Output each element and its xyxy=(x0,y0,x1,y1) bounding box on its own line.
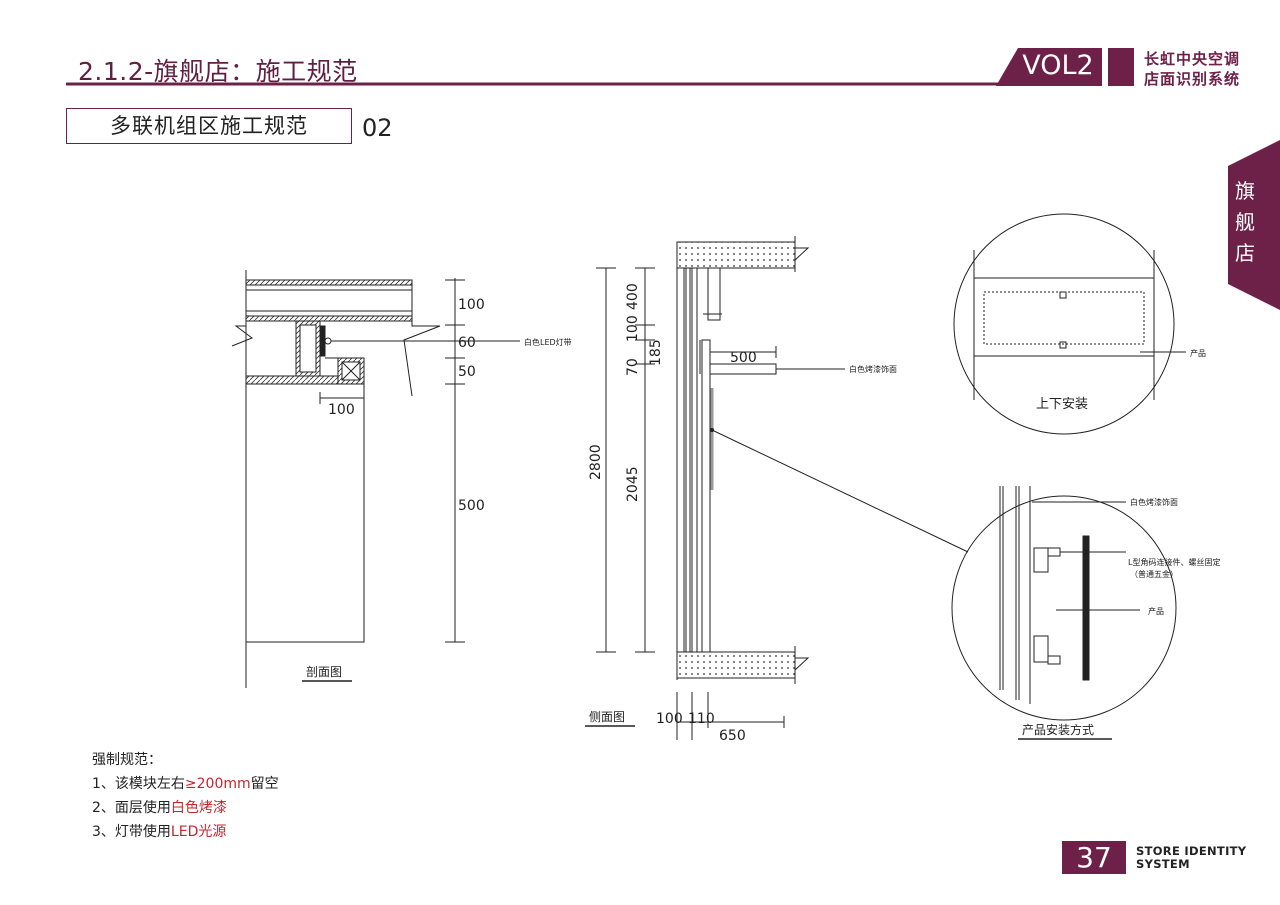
dim-70: 70 xyxy=(625,358,641,376)
rule-item-2: 2、面层使用白色烤漆 xyxy=(92,796,279,820)
rule-item-3: 3、灯带使用LED光源 xyxy=(92,820,279,844)
rule-1-suffix: 留空 xyxy=(250,776,279,792)
dim-50: 50 xyxy=(458,364,476,380)
rules-title: 强制规范： xyxy=(92,752,162,768)
dim-500-side: 500 xyxy=(730,350,757,366)
dim-100-side: 100 xyxy=(625,315,641,342)
detail-top-caption: 上下安装 xyxy=(1036,397,1088,412)
dim-100-top: 100 xyxy=(458,297,485,313)
dim-650: 650 xyxy=(719,728,746,744)
rule-1-highlight: ≥200mm xyxy=(184,776,251,792)
rule-item-1: 1、该模块左右≥200mm留空 xyxy=(92,772,279,796)
detail-bottom-caption: 产品安装方式 xyxy=(1022,722,1094,737)
section-view-drawing xyxy=(231,270,520,688)
volume-label: VOL2 xyxy=(1022,50,1094,81)
detail-top-product-label: 产品 xyxy=(1190,348,1206,358)
section-view-caption: 剖面图 xyxy=(306,665,342,679)
page-number: 37 xyxy=(1062,841,1126,874)
bracket-label-line1: L型角码连接件、螺丝固定 xyxy=(1128,557,1220,567)
detail-top-circle xyxy=(953,213,1186,435)
detail-bottom-circle xyxy=(951,486,1177,721)
side-tab-label: 旗舰店 xyxy=(1235,179,1255,265)
rule-1-prefix: 1、该模块左右 xyxy=(92,776,185,792)
dim-185: 185 xyxy=(648,339,664,366)
dim-60: 60 xyxy=(458,335,476,351)
dim-400: 400 xyxy=(625,283,641,310)
dim-2045: 2045 xyxy=(625,466,641,502)
page-title: 2.1.2-旗舰店：施工规范 xyxy=(78,57,358,86)
side-view-drawing xyxy=(596,236,845,740)
section-number: 02 xyxy=(362,114,393,142)
side-tab-shape xyxy=(1228,140,1280,310)
rule-2-prefix: 2、面层使用 xyxy=(92,800,171,816)
brand-block: 长虹中央空调 店面识别系统 xyxy=(1144,49,1240,89)
footer-line-1: STORE IDENTITY xyxy=(1136,844,1247,858)
dim-500: 500 xyxy=(458,498,485,514)
detail-bottom-paint-label: 白色烤漆饰面 xyxy=(1130,497,1178,507)
rule-2-highlight: 白色烤漆 xyxy=(170,800,227,816)
footer-label: STORE IDENTITY SYSTEM xyxy=(1136,845,1246,871)
dim-100-bottom: 100 xyxy=(656,711,683,727)
footer-line-2: SYSTEM xyxy=(1136,857,1190,871)
mandatory-rules: 强制规范： 1、该模块左右≥200mm留空 2、面层使用白色烤漆 3、灯带使用L… xyxy=(92,748,279,844)
side-view-caption: 侧面图 xyxy=(589,710,625,724)
led-strip-label: 白色LED灯带 xyxy=(524,337,572,347)
bracket-label-line2: （普通五金） xyxy=(1130,569,1178,579)
detail-bottom-product-label: 产品 xyxy=(1148,606,1164,616)
paint-finish-label: 白色烤漆饰面 xyxy=(849,364,897,374)
header-decoration xyxy=(66,48,1134,86)
dim-110: 110 xyxy=(688,711,715,727)
dim-2800: 2800 xyxy=(588,444,604,480)
brand-line-2: 店面识别系统 xyxy=(1144,70,1241,88)
section-title: 多联机组区施工规范 xyxy=(66,108,352,144)
rule-3-prefix: 3、灯带使用 xyxy=(92,824,171,840)
rule-3-highlight: LED光源 xyxy=(170,824,227,840)
dim-100-horizontal: 100 xyxy=(328,402,355,418)
brand-line-1: 长虹中央空调 xyxy=(1144,50,1241,68)
